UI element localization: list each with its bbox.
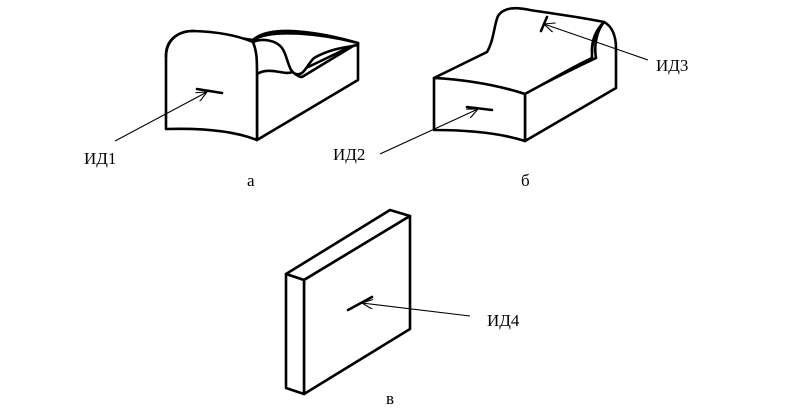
leader-arrow-id3 bbox=[544, 24, 649, 61]
figure-a-front-face bbox=[164, 29, 259, 142]
figure-caption-a: а bbox=[247, 171, 255, 190]
figure-b-saddle-rim bbox=[590, 21, 605, 53]
figure-b: ИД2 ИД3 б bbox=[333, 6, 688, 190]
figure-a-front-arc bbox=[164, 29, 194, 58]
figure-a: ИД1 а bbox=[84, 29, 360, 190]
figure-caption-v: в bbox=[386, 389, 394, 408]
defect-mark-id2 bbox=[465, 105, 494, 112]
figure-a-saddle-profile bbox=[251, 32, 360, 76]
figure-v-side-face bbox=[284, 272, 306, 396]
defect-label-id3: ИД3 bbox=[656, 56, 688, 75]
defect-label-id1: ИД1 bbox=[84, 149, 116, 168]
defect-label-id2: ИД2 bbox=[333, 145, 365, 164]
figure-v: ИД4 в bbox=[284, 208, 520, 408]
leader-arrow-id1 bbox=[114, 92, 207, 142]
figure-caption-b: б bbox=[521, 171, 530, 190]
leader-arrow-id2 bbox=[379, 109, 478, 155]
leader-arrow-id4 bbox=[362, 303, 471, 317]
defect-mark-id1 bbox=[195, 87, 224, 95]
defect-label-id4: ИД4 bbox=[487, 311, 520, 330]
